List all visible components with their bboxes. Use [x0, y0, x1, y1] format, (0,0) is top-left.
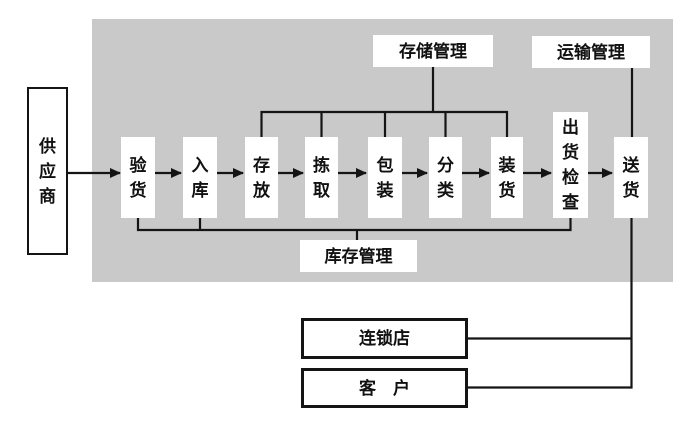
chain-store-box: 连锁店	[301, 318, 468, 359]
process-step-delivery: 送货	[614, 137, 648, 218]
inventory-management-label: 库存管理	[300, 240, 417, 272]
process-step-picking: 拣取	[305, 137, 338, 218]
process-step-packing: 包装	[368, 137, 402, 218]
supplier-box: 供应商	[27, 87, 68, 255]
process-step-loading: 装货	[491, 137, 523, 218]
process-step-inbound: 入库	[183, 137, 217, 218]
transport-management-label: 运输管理	[532, 36, 650, 68]
customer-box: 客 户	[301, 368, 468, 408]
storage-management-label: 存储管理	[373, 35, 493, 67]
process-step-storage: 存放	[245, 137, 278, 218]
process-step-outbound-check: 出货检查	[553, 112, 588, 218]
process-step-sorting: 分类	[429, 137, 462, 218]
process-step-inspection: 验货	[121, 137, 155, 218]
